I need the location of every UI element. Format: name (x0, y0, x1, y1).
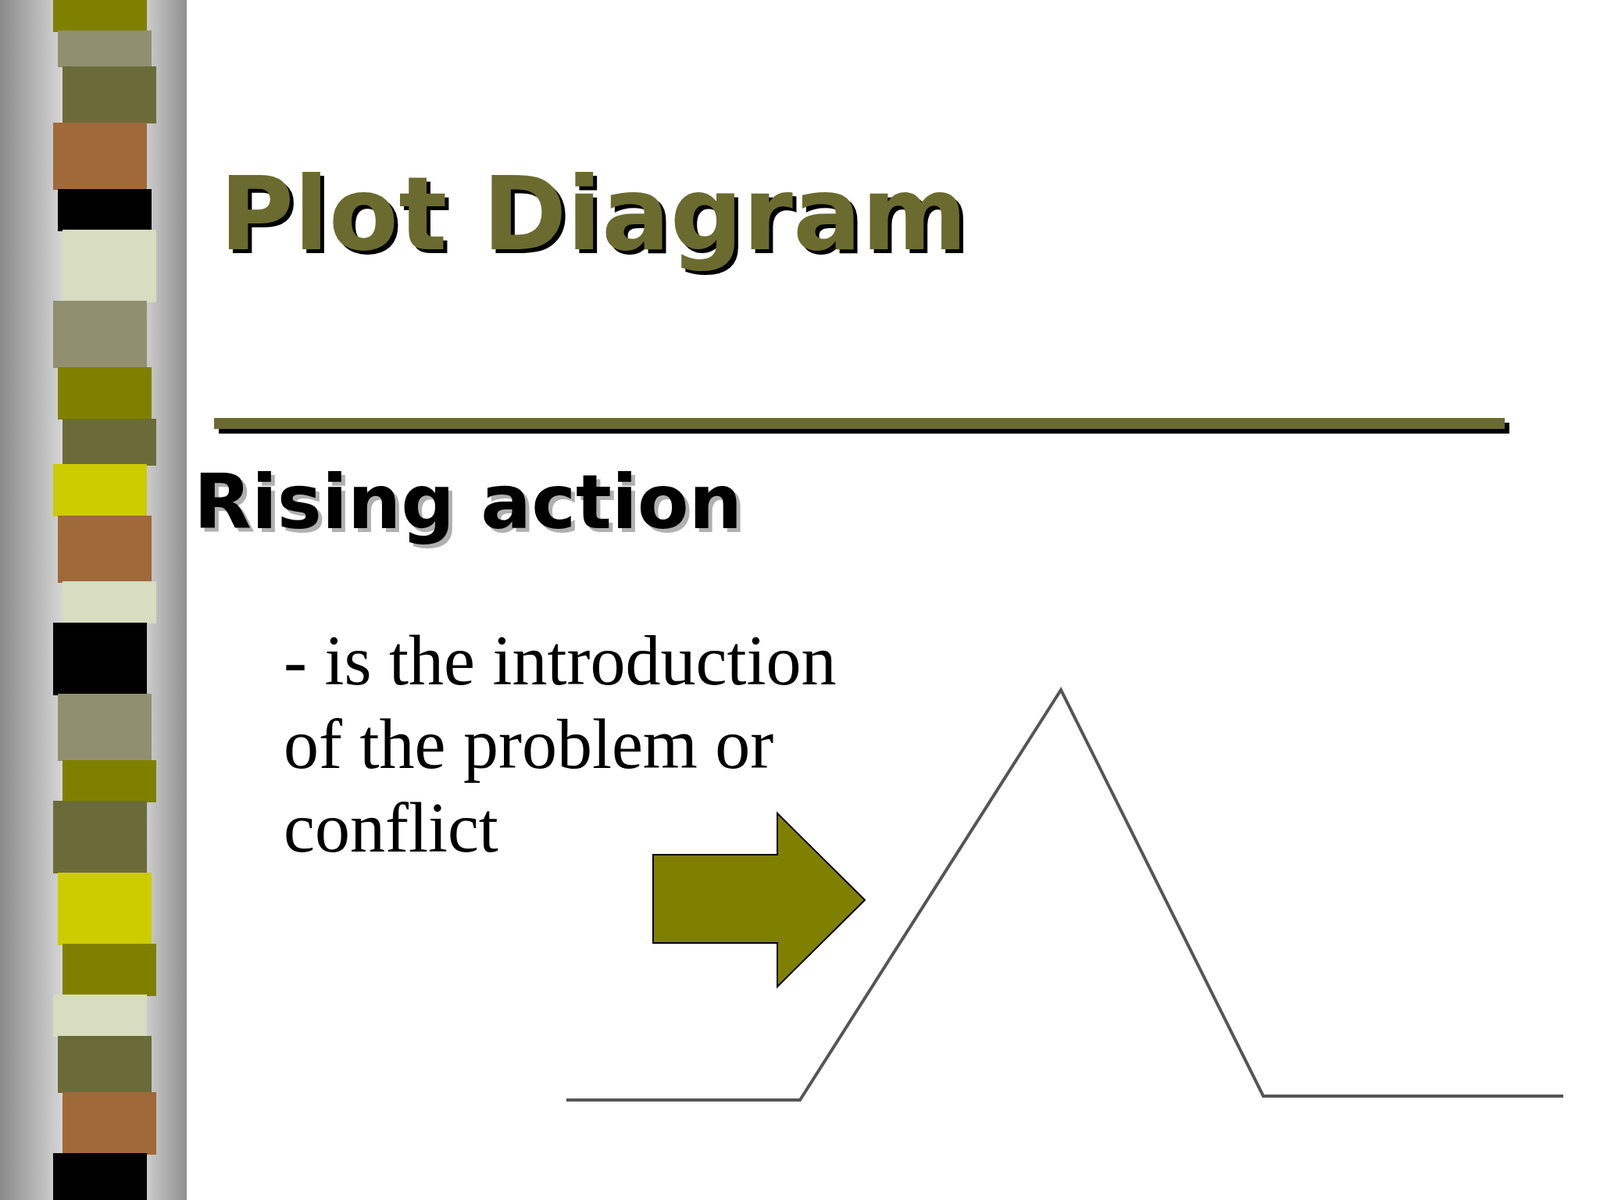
stripe (53, 800, 147, 874)
stripe (57, 367, 152, 420)
side-bar (0, 0, 187, 1200)
stripe (53, 994, 147, 1037)
section-heading: Rising action (193, 457, 743, 548)
pointer-arrow (653, 813, 865, 987)
stripe (57, 1035, 152, 1093)
stripe (53, 622, 147, 696)
stripe (57, 30, 152, 68)
stripe (62, 66, 157, 124)
stripe (53, 300, 147, 368)
stripe (62, 760, 157, 803)
stripe (53, 122, 147, 190)
stripe (57, 189, 152, 232)
stripe-band (53, 0, 157, 1200)
stripe (57, 872, 152, 946)
stripe (53, 1153, 147, 1200)
stripe (53, 464, 147, 517)
rule-line (214, 417, 1505, 429)
stripe (62, 418, 157, 466)
stripe (57, 515, 152, 583)
stripe (62, 1092, 157, 1155)
stripe (62, 581, 157, 624)
definition-text: - is the introduction of the problem or … (283, 618, 878, 870)
slide-title: Plot Diagram (219, 153, 968, 275)
stripe (53, 0, 147, 33)
stripe (57, 693, 152, 761)
stripe (62, 943, 157, 997)
stripe (62, 229, 157, 303)
